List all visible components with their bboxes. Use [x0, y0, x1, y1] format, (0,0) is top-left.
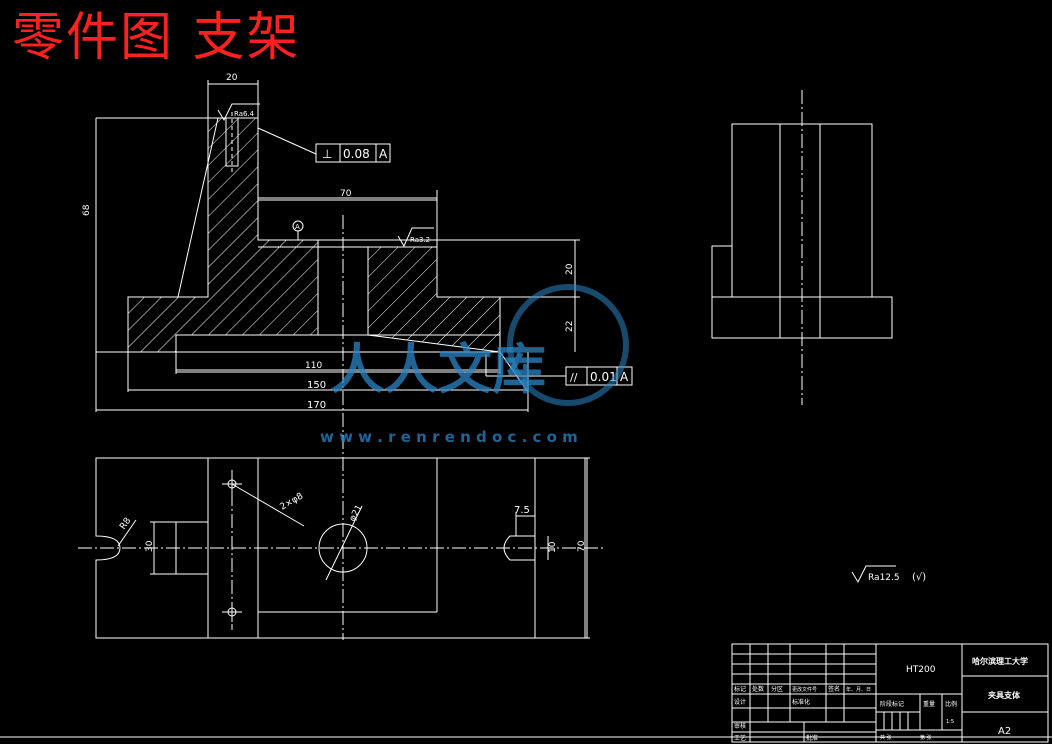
plan-view: 2×φ8 φ21 R8 30 7.5 10 70 — [78, 457, 605, 639]
tb-review: 审核 — [734, 722, 746, 730]
rib-edge — [177, 117, 219, 298]
tapped-hole — [225, 117, 239, 167]
dim-7-5: 7.5 — [514, 505, 530, 516]
roughness-symbol-mid — [397, 227, 434, 248]
tb-sheet-no: 第 张 — [920, 734, 932, 741]
tb-stage: 阶段标记 — [880, 700, 904, 708]
dim-70-plan: 70 — [577, 540, 587, 552]
tb-row-label-2: 分区 — [771, 685, 783, 693]
dim-2x8: 2×φ8 — [279, 491, 306, 512]
tb-row-label-1: 处数 — [752, 685, 764, 693]
tb-sheets: 共 张 — [880, 734, 892, 741]
dim-30: 30 — [145, 540, 155, 552]
tb-row-label-4: 签名 — [828, 685, 840, 693]
front-view: 20 68 70 20 22 110 150 170 Ra6.4 Ra3.2 A — [82, 73, 633, 640]
dim-10: 10 — [548, 541, 558, 553]
tb-row-label-5: 年、月、日 — [846, 686, 871, 693]
tb-part-name: 夹具支体 — [988, 690, 1021, 700]
tb-designer: 设计 — [734, 698, 746, 706]
tb-school: 哈尔滨理工大学 — [972, 656, 1028, 666]
hatch-left — [127, 117, 319, 353]
perp-datum: A — [379, 147, 388, 161]
par-value: 0.01 — [590, 370, 617, 384]
side-view — [711, 90, 893, 405]
side-outline — [711, 123, 893, 339]
dim-20-top: 20 — [226, 73, 238, 83]
roughness-top: Ra6.4 — [234, 110, 255, 118]
tb-row-label-0: 标记 — [734, 685, 746, 693]
roughness-general: Ra12.5 — [868, 573, 900, 583]
par-datum: A — [620, 370, 629, 384]
tb-scale: 比例 — [945, 700, 957, 708]
datum-label: A — [295, 223, 300, 231]
plan-outline — [95, 457, 586, 639]
dim-r8: R8 — [118, 516, 133, 532]
dim-68: 68 — [82, 204, 92, 216]
tb-sheet-size: A2 — [998, 726, 1011, 737]
title-block: 标记 处数 分区 更改文件号 签名 年、月、日 设计 标准化 审核 工艺 批准 … — [731, 643, 1049, 743]
par-symbol: // — [570, 371, 578, 384]
roughness-symbol-top — [217, 103, 260, 122]
hatch-right — [367, 246, 501, 353]
roughness-paren: (√) — [912, 572, 926, 583]
dim-150: 150 — [307, 380, 326, 391]
dim-110: 110 — [305, 361, 322, 371]
slot — [503, 535, 536, 561]
tb-approve: 批准 — [806, 734, 818, 742]
tb-process: 工艺 — [734, 734, 746, 742]
watermark-brand: 人人文库 — [330, 338, 546, 401]
tb-row-label-3: 更改文件号 — [792, 686, 817, 693]
tb-standard: 标准化 — [792, 698, 810, 706]
watermark-ring — [507, 284, 629, 406]
perpendicularity-frame — [315, 143, 391, 163]
roughness-mid: Ra3.2 — [410, 236, 430, 244]
drawing-title: 零件图 支架 — [12, 8, 301, 68]
dim-22: 22 — [565, 321, 575, 332]
dim-20-right: 20 — [565, 263, 575, 275]
tb-scale-value: 1:5 — [946, 719, 954, 725]
watermark-url: w w w . r e n r e n d o c . c o m — [320, 428, 578, 446]
perp-symbol: ⊥ — [322, 147, 332, 161]
perp-value: 0.08 — [343, 147, 370, 161]
parallelism-frame — [565, 366, 633, 386]
roughness-general-symbol — [851, 565, 896, 584]
tb-weight: 重量 — [923, 700, 935, 708]
dim-170: 170 — [307, 400, 326, 411]
tb-material: HT200 — [906, 665, 936, 675]
dim-70: 70 — [340, 189, 352, 199]
